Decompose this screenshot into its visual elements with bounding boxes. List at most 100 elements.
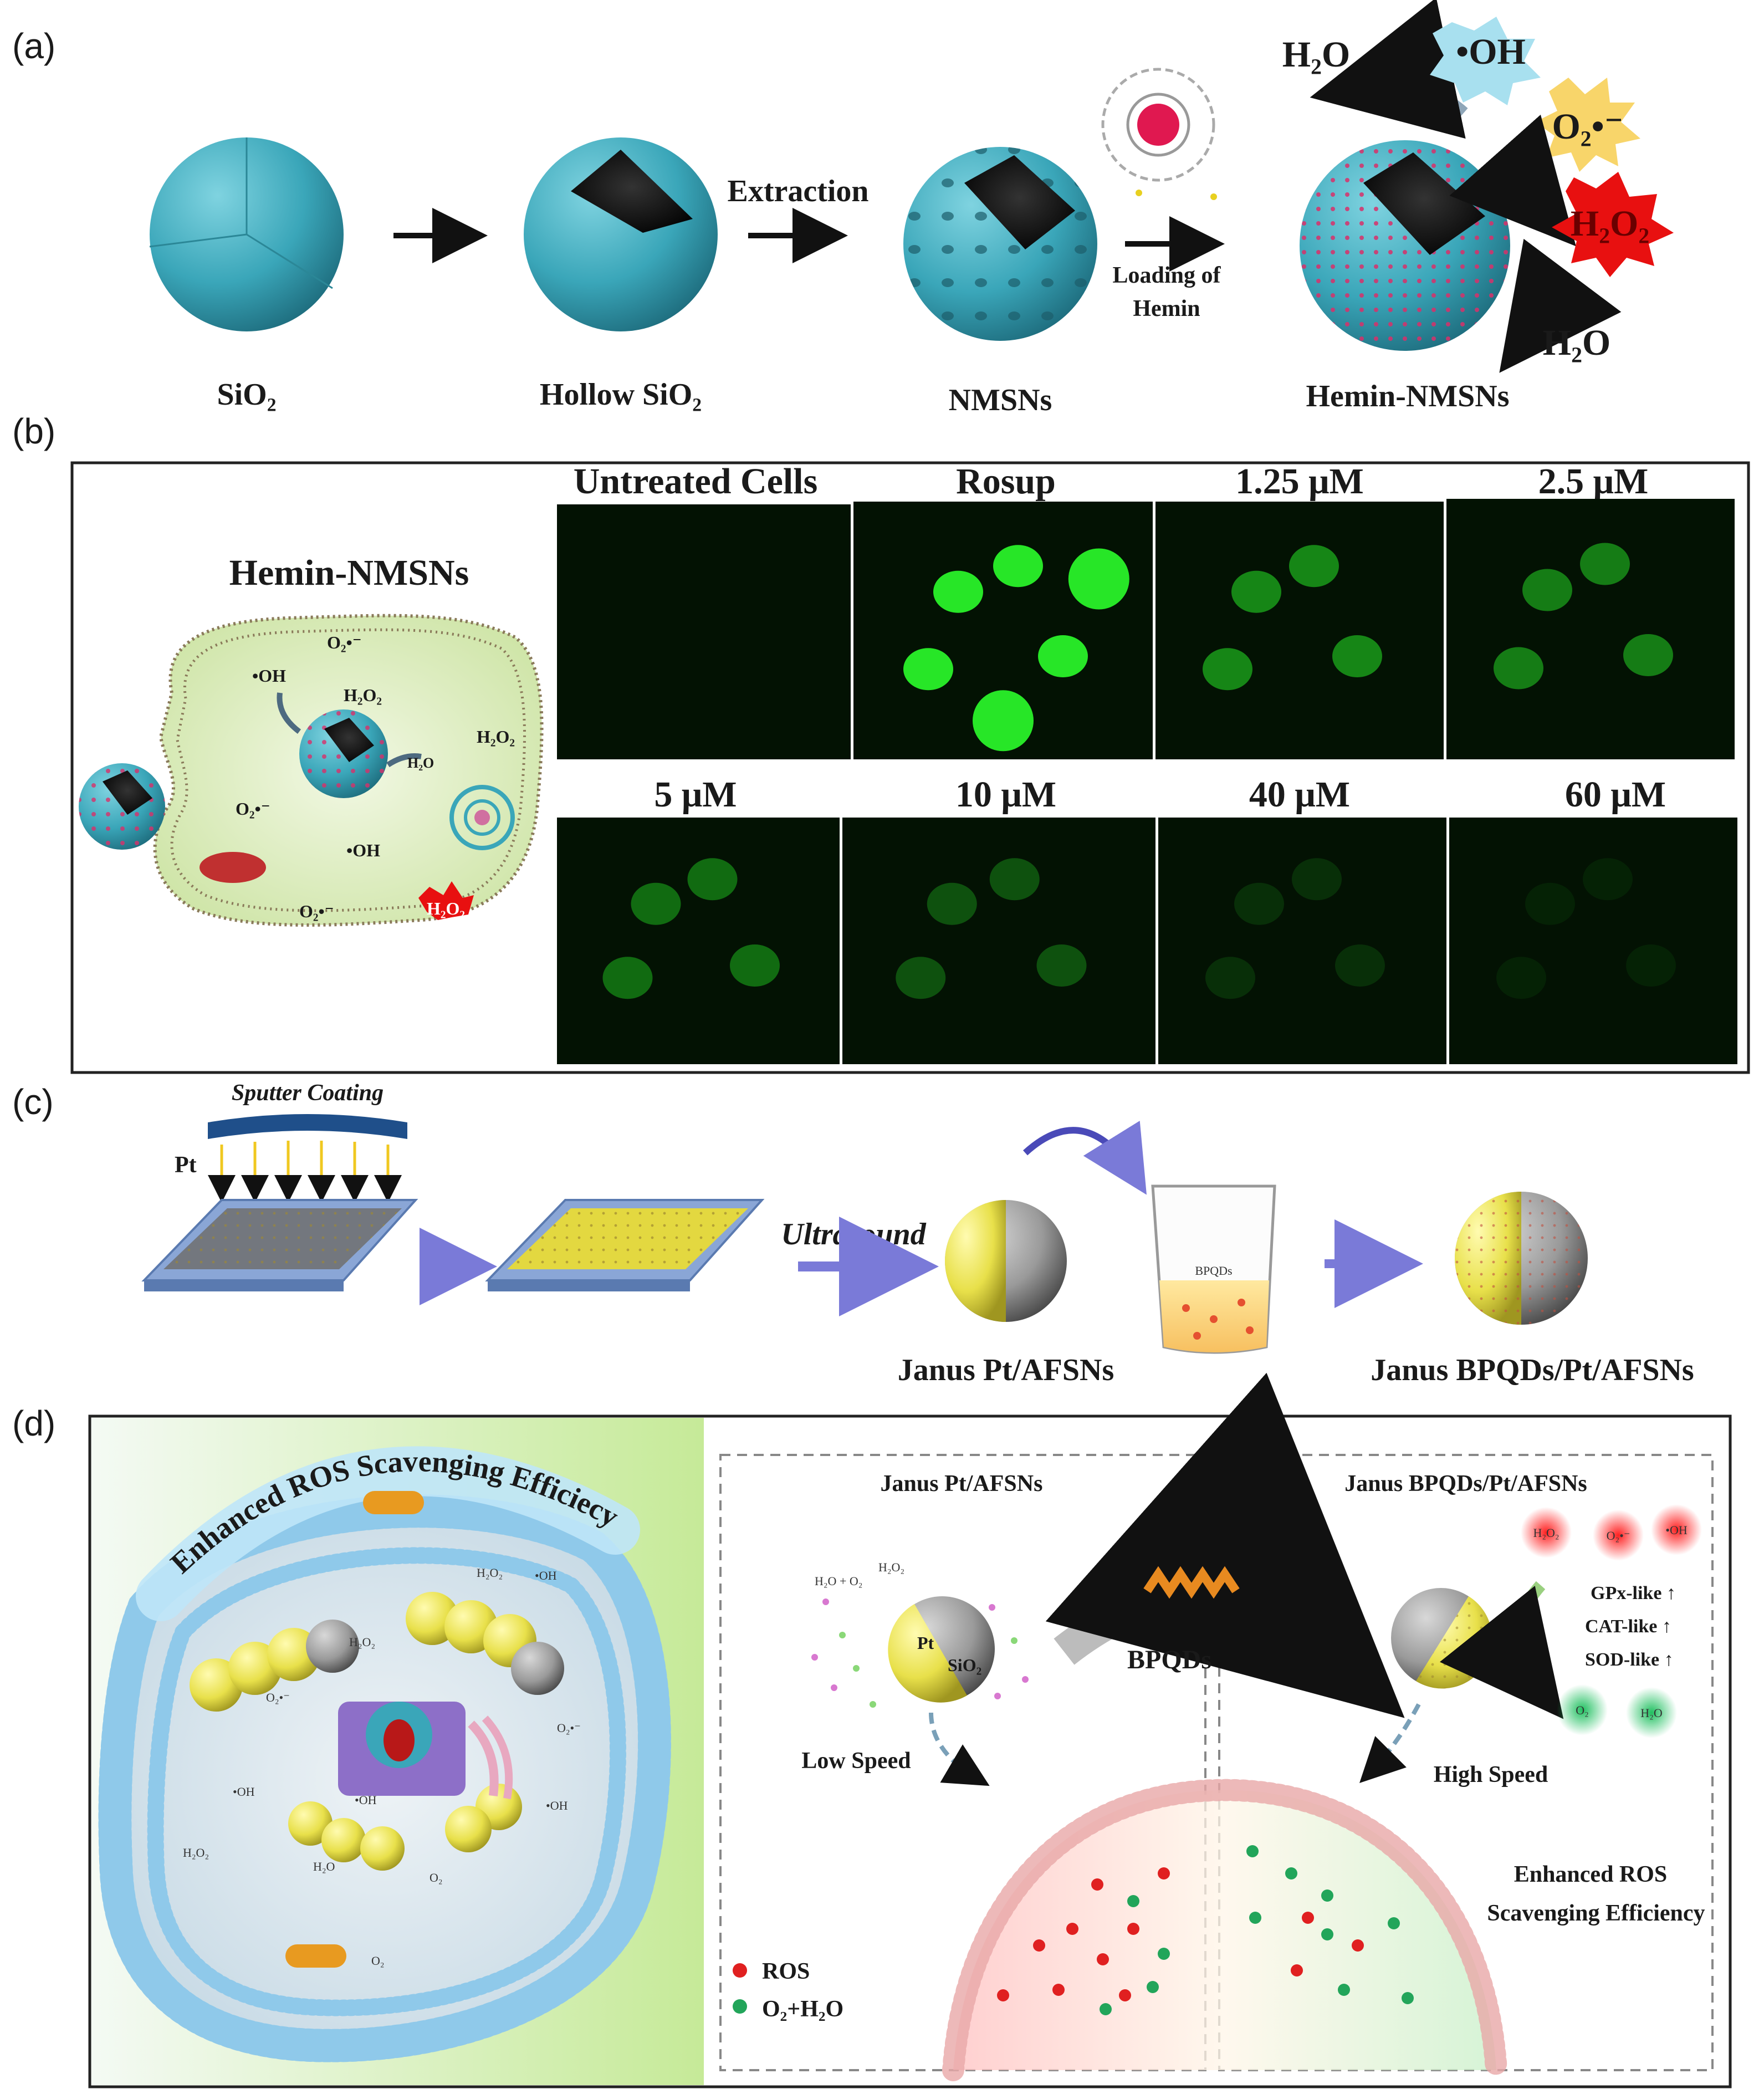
image-label-10: 10 μM [955,774,1056,815]
ros-top-3: •OH [1665,1523,1688,1537]
bpqds-transfer-arrow [1045,1372,1405,1718]
cell-species-d-3: H₂O₂ [349,1635,375,1649]
panel-letter-c: (c) [12,1082,54,1122]
activity-arrow [1439,1581,1564,1719]
arrow-h2o2-to-h2o [1499,238,1622,373]
hollow-sio2-sphere [524,137,718,331]
panel-b: (b) Hemin-NMSNs [12,411,1750,1074]
hemin-molecule-icon [1101,68,1217,200]
step-loading-line1: Loading of [1113,263,1221,288]
ros-glow-1 [1521,1507,1572,1558]
arrow-oh-to-h2o [1310,0,1468,139]
nucleus-structure [338,1702,466,1796]
image-label-5: 5 μM [654,774,737,815]
microscopy-tile [1158,818,1446,1064]
fluorescent-cell [896,957,946,999]
fluorescent-cell [1205,957,1255,999]
sputter-coating-label: Sputter Coating [232,1080,384,1106]
hemin-nmsns-sphere [1300,140,1510,351]
product-glow-1 [1557,1684,1608,1735]
image-label-untreated: Untreated Cells [574,461,818,502]
fluorescent-cell [1494,647,1543,690]
capsule-icon-1 [363,1491,424,1514]
enhanced-line2: Scavenging Efficiency [1487,1901,1705,1926]
substrate-yellow-spheres [485,1199,765,1291]
cell-species-1: •OH [252,666,286,686]
species-o2: O₂•⁻ [1552,106,1623,147]
stage-label-hollow-sio2: Hollow SiO₂ [540,377,702,412]
fluorescent-cell [1203,648,1252,691]
fluorescent-cell [903,648,953,691]
janus-bpqds-label: Janus BPQDs/Pt/AFSNs [1371,1353,1694,1387]
low-speed-arrow [929,1712,990,1786]
pt-label: Pt [175,1152,197,1178]
fluorescent-cell [687,858,738,901]
sio2-sphere [149,137,344,331]
sputter-rays [208,1141,402,1203]
image-label-60: 60 μM [1565,774,1666,815]
panel-letter-a: (a) [12,26,55,66]
fluorescent-cell [1234,882,1284,925]
stage-label-sio2: SiO₂ [217,377,276,412]
fluorescent-cell [602,957,653,999]
panel-d: (d) Enhanced ROS Scavenging Efficiecy [12,1372,1732,2088]
image-label-40: 40 μM [1249,774,1350,815]
fluorescent-cell [1496,957,1546,999]
o2-h2o-dots [1100,1845,1414,2015]
cell-species-7: •OH [346,840,380,860]
species-oh: •OH [1456,32,1526,72]
species-h2o-top: H₂O [1282,34,1350,75]
cell-species-d-8: •OH [546,1799,568,1812]
janus-chain-2 [406,1592,564,1695]
microscopy-tile [1155,502,1444,759]
ros-top-1: H₂O₂ [1533,1526,1559,1540]
nanoparticle-entering [79,763,165,850]
low-speed-label: Low Speed [801,1748,911,1774]
high-speed-arrow [1359,1703,1421,1783]
cell-species-d-1: H₂O₂ [477,1566,503,1580]
h2o2-burst-cell [418,881,474,920]
cell-species-d-4: O₂•⁻ [266,1690,290,1704]
pt-half-label: Pt [917,1633,934,1653]
legend-o2h2o-dot [733,1999,747,2014]
small-molecule-cloud [811,1598,1029,1708]
activity-sod: SOD-like ↑ [1585,1649,1674,1670]
fluorescent-cell [973,690,1034,752]
cell-species-d-10: H₂O [313,1860,335,1873]
mitochondrion-icon [200,852,266,883]
left-box-title: Janus Pt/AFSNs [881,1471,1043,1497]
cell-species-5: H₂O [407,755,434,771]
nmsns-sphere [903,147,1097,341]
sputter-target [208,1114,407,1139]
cell-species-d-6: •OH [233,1785,255,1799]
janus-pt-afsn-particle [945,1200,1067,1322]
left-dashed-box [719,1454,1206,2071]
panel-letter-d: (d) [12,1403,55,1443]
fluorescent-cell [1580,543,1630,585]
beaker-icon [1151,1184,1276,1354]
nanoparticle-inside [277,692,422,798]
cell-species-4: H₂O₂ [477,727,515,747]
arrow-o2-to-h2o2 [1449,114,1576,247]
right-box-title: Janus BPQDs/Pt/AFSNs [1344,1471,1587,1497]
panel-c: (c) Sputter Coating Pt Ultrasound [12,1080,1694,1387]
product-glow-2 [1626,1687,1677,1738]
janus-chain-1 [190,1620,359,1712]
microscopy-tile [1446,499,1735,759]
fluorescent-cell [1626,944,1676,987]
golgi-icon [468,1715,513,1800]
microscopy-tile [842,818,1155,1064]
janus-pt-afsns-label: Janus Pt/AFSNs [898,1353,1114,1387]
image-label-2-5: 2.5 μM [1538,461,1649,502]
janus-pt-particle-d [888,1596,995,1703]
panel-letter-b: (b) [12,411,55,451]
label-h2o2-small: H₂O₂ [878,1560,904,1574]
ros-glow-3 [1651,1504,1702,1555]
beaker-label: BPQDs [1195,1264,1232,1278]
product-o2: O₂ [1576,1703,1589,1717]
substrate-gray-spheres [141,1199,418,1291]
activity-gpx: GPx-like ↑ [1591,1583,1676,1603]
fluorescent-cell [631,882,681,925]
panel-a: (a) SiO₂ Hollow SiO₂ Extraction NMSNs [12,0,1674,417]
